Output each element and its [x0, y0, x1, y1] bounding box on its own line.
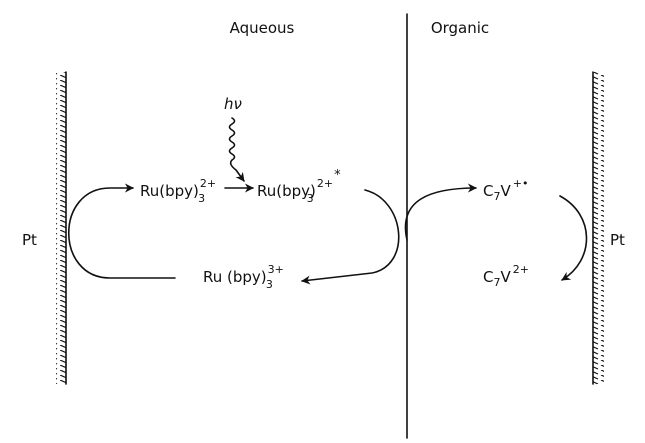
radical-to-electrode-arrow — [559, 195, 588, 281]
aqueous-phase-label: Aqueous — [230, 19, 295, 37]
svg-text:Ru(bpy)2+*3: Ru(bpy)2+*3 — [257, 168, 341, 205]
left-pt-electrode — [56, 71, 67, 385]
interface-to-radical-arrow — [404, 183, 477, 241]
ru-bpy-oxidized-state: Ru (bpy)3+3 — [203, 263, 284, 291]
wavy-light-arrow — [228, 117, 245, 182]
svg-text:Ru(bpy)2+3: Ru(bpy)2+3 — [140, 177, 216, 205]
ru-bpy-excited-state: Ru(bpy)2+*3 — [257, 168, 341, 205]
svg-text:C7V+•: C7V+• — [483, 177, 528, 203]
right-electrode-label: Pt — [610, 231, 625, 249]
left-electrode-label: Pt — [22, 231, 37, 249]
right-pt-electrode — [592, 71, 604, 385]
light-hv-label: hν — [224, 95, 242, 113]
organic-phase-label: Organic — [431, 19, 489, 37]
viologen-radical-cation: C7V+• — [483, 177, 528, 203]
left-electrode-to-ground-arrow — [68, 183, 176, 279]
ru-bpy-ground-state: Ru(bpy)2+3 — [140, 177, 216, 205]
interface-excited-to-oxidized-arrow — [301, 189, 400, 285]
svg-text:Ru (bpy)3+3: Ru (bpy)3+3 — [203, 263, 284, 291]
